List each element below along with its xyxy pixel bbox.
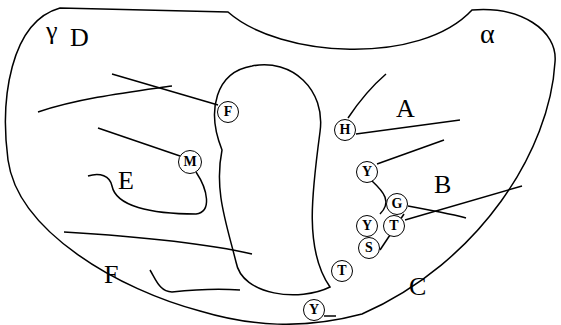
helix-c xyxy=(408,206,466,218)
helix-label: B xyxy=(434,172,451,198)
chain-label: γ xyxy=(46,18,58,44)
outer-outline xyxy=(6,8,556,324)
helix-label: F xyxy=(104,262,118,288)
residue-letter: F xyxy=(224,105,233,119)
chain-label: α xyxy=(480,20,495,48)
tail-line xyxy=(324,315,336,317)
helix-label: A xyxy=(396,96,415,122)
helix-d2 xyxy=(38,86,172,112)
residue-letter: Y xyxy=(362,219,372,233)
residue-letter: Y xyxy=(309,303,319,317)
helix-a2 xyxy=(356,120,460,134)
helix-label: C xyxy=(409,274,426,300)
residue-circle: T xyxy=(383,215,405,237)
helix-e xyxy=(98,128,180,156)
residue-circle: H xyxy=(334,119,356,141)
residue-letter: G xyxy=(392,197,403,211)
helix-b2 xyxy=(405,186,522,220)
residue-letter: M xyxy=(183,155,196,169)
helix-b xyxy=(377,140,444,164)
helix-c2 xyxy=(380,214,404,250)
residue-circle: T xyxy=(331,260,353,282)
residue-circle: Y xyxy=(356,215,378,237)
residue-circle: Y xyxy=(303,299,325,321)
residue-letter: T xyxy=(389,219,398,233)
residue-letter: S xyxy=(365,241,373,255)
central-cavity xyxy=(215,65,330,295)
residue-letter: H xyxy=(340,123,351,137)
residue-circle: Y xyxy=(356,161,378,183)
residue-circle: S xyxy=(358,237,380,259)
helix-b-loop xyxy=(372,181,386,214)
helix-e2 xyxy=(88,172,207,214)
residue-circle: M xyxy=(178,150,202,174)
helix-d xyxy=(112,74,218,105)
helix-label: E xyxy=(118,168,134,194)
helix-f xyxy=(64,232,252,254)
helix-a xyxy=(348,74,386,118)
residue-letter: Y xyxy=(362,165,372,179)
helix-f2 xyxy=(150,270,240,292)
residue-letter: T xyxy=(337,264,346,278)
residue-circle: G xyxy=(386,193,408,215)
residue-circle: F xyxy=(217,101,239,123)
helix-label: D xyxy=(70,25,89,51)
